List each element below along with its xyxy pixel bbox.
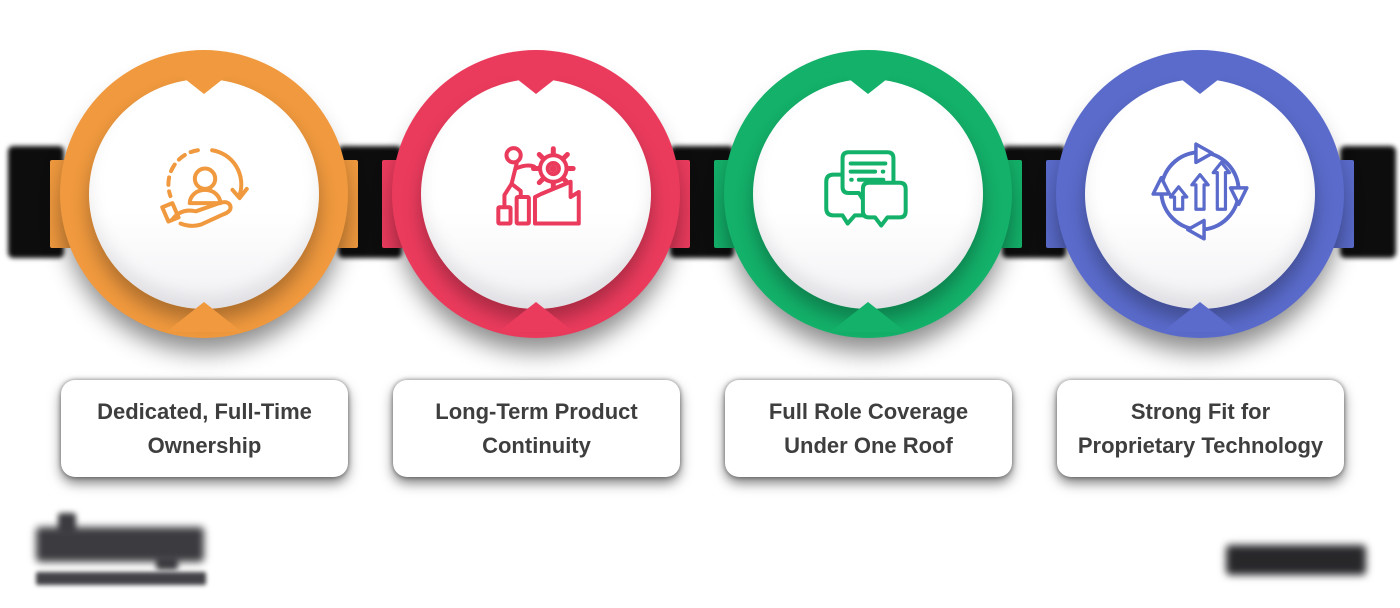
step-label-line: Ownership xyxy=(147,432,262,458)
step-inner-circle xyxy=(1085,79,1315,309)
step-label-line: Long-Term Product xyxy=(435,398,638,424)
step-inner-circle xyxy=(89,79,319,309)
chevron-up-notch xyxy=(166,302,242,332)
step-label-line: Under One Roof xyxy=(784,432,953,458)
step-label-card: Dedicated, Full-Time Ownership xyxy=(61,380,348,477)
chevron-up-notch xyxy=(498,302,574,332)
chevron-down-notch xyxy=(830,64,906,94)
step-circle-proprietary xyxy=(1046,50,1354,338)
ownership-hand-user-icon xyxy=(148,138,260,250)
step-inner-circle xyxy=(421,79,651,309)
chat-bubbles-icon xyxy=(812,138,924,250)
step-label-line: Full Role Coverage xyxy=(768,398,969,424)
step-label-card: Strong Fit for Proprietary Technology xyxy=(1057,380,1344,477)
chevron-down-notch xyxy=(1162,64,1238,94)
career-growth-gear-icon xyxy=(480,138,592,250)
step-inner-circle xyxy=(753,79,983,309)
chevron-up-notch xyxy=(830,302,906,332)
step-label-card: Full Role Coverage Under One Roof xyxy=(725,380,1012,477)
step-label-line: Dedicated, Full-Time xyxy=(97,398,312,424)
step-circle-ownership xyxy=(50,50,358,338)
right-logo-blurred-wordmark xyxy=(1226,545,1366,575)
step-label-line: Continuity xyxy=(482,432,591,458)
left-logo-underline xyxy=(36,572,206,585)
chevron-down-notch xyxy=(166,64,242,94)
chevron-down-notch xyxy=(498,64,574,94)
step-label-line: Proprietary Technology xyxy=(1077,432,1324,458)
chevron-up-notch xyxy=(1162,302,1238,332)
step-circle-continuity xyxy=(382,50,690,338)
left-logo-blurred-fragment xyxy=(156,556,178,570)
left-logo-blurred-wordmark xyxy=(36,527,204,562)
step-label-line: Strong Fit for xyxy=(1130,398,1271,424)
step-label-card: Long-Term Product Continuity xyxy=(393,380,680,477)
step-circle-coverage xyxy=(714,50,1022,338)
growth-cycle-arrows-icon xyxy=(1144,138,1256,250)
